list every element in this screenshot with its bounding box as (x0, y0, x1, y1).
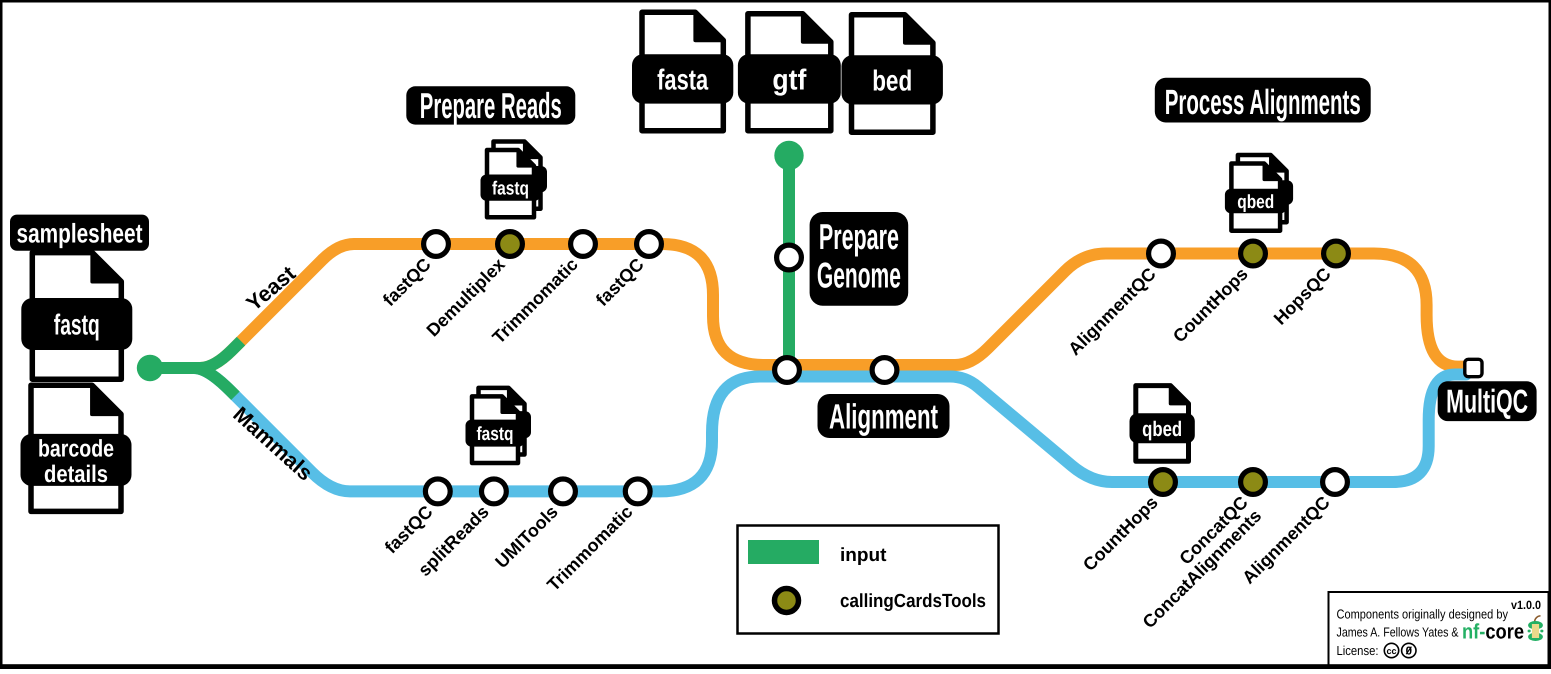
svg-text:details: details (44, 461, 108, 488)
svg-text:callingCardsTools: callingCardsTools (840, 591, 986, 612)
svg-text:MultiQC: MultiQC (1446, 383, 1528, 420)
svg-text:barcode: barcode (38, 435, 114, 462)
svg-text:Process Alignments: Process Alignments (1165, 83, 1361, 122)
svg-text:qbed: qbed (1237, 192, 1274, 213)
svg-text:qbed: qbed (1142, 418, 1182, 441)
svg-text:bed: bed (872, 65, 912, 97)
svg-text:samplesheet: samplesheet (17, 219, 143, 249)
svg-text:fastq: fastq (477, 424, 514, 445)
svg-text:Components originally designed: Components originally designed by (1337, 607, 1509, 622)
svg-text:Prepare: Prepare (819, 216, 899, 257)
svg-text:Alignment: Alignment (829, 398, 938, 437)
svg-text:Prepare Reads: Prepare Reads (420, 85, 562, 126)
svg-text:gtf: gtf (772, 64, 806, 96)
svg-text:input: input (840, 545, 887, 566)
svg-text:fasta: fasta (657, 64, 709, 96)
svg-text:Genome: Genome (817, 255, 901, 296)
svg-text:License:: License: (1337, 643, 1379, 658)
svg-text:0: 0 (1406, 646, 1412, 658)
svg-text:nf-core: nf-core (1462, 621, 1524, 644)
svg-text:fastq: fastq (492, 178, 529, 199)
svg-text:v1.0.0: v1.0.0 (1511, 598, 1541, 612)
svg-text:cc: cc (1386, 646, 1396, 656)
svg-text:fastq: fastq (54, 309, 100, 341)
svg-text:James A. Fellows Yates &: James A. Fellows Yates & (1337, 625, 1459, 640)
